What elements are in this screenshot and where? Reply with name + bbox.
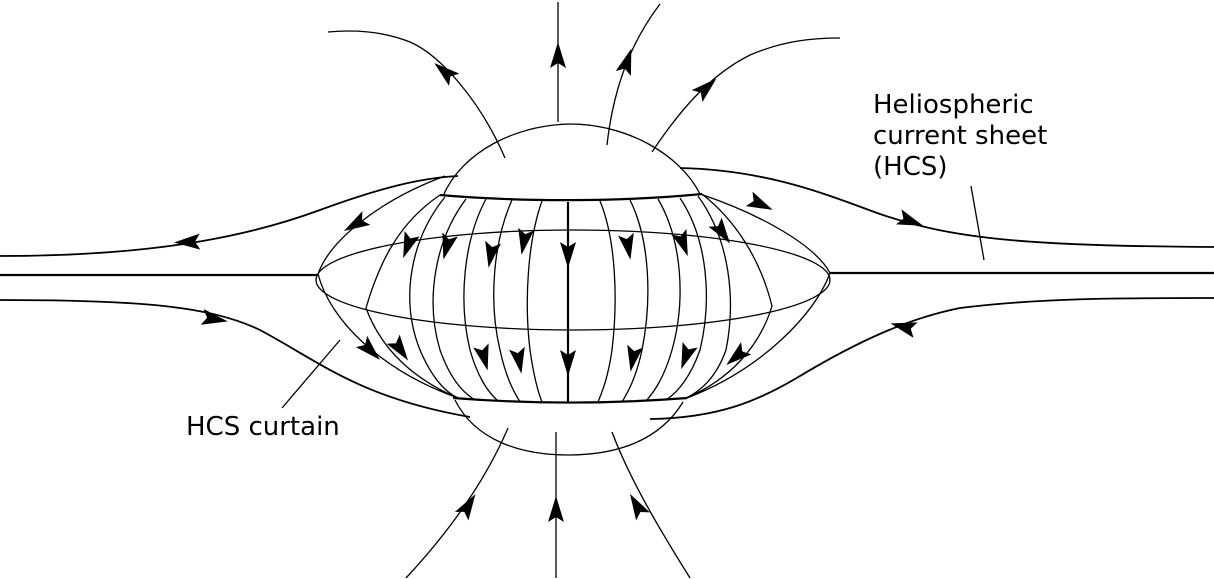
open-line-top-right-1 [606,3,661,146]
arrow-meridian-up-6 [618,232,639,262]
open-line-top-right-2 [651,37,841,153]
arrow-meridian-low-6 [673,341,698,372]
meridian-3 [463,198,499,402]
hcs-label: Heliospheric current sheet (HCS) [873,90,1047,183]
bubble-top-cap [442,123,701,197]
lower-cap-ellipse [452,396,688,404]
hcs-label-line-1: Heliospheric [873,90,1034,120]
arrow-lower-left [200,309,230,330]
curtain-leader-line [281,339,341,409]
meridian-9 [645,198,681,402]
arrow-lower-right [888,315,918,338]
hcs-label-line-2: current sheet [873,121,1048,151]
arrow-curtain-ul [339,211,371,238]
arrow-open-bottom-left [454,489,483,521]
curtain-outline-left [317,175,459,399]
hcs-label-line-3: (HCS) [873,152,948,182]
field-line-upper-right [679,167,1214,248]
meridian-7 [597,200,616,403]
open-line-top-left [327,30,506,159]
bubble-bottom-cap [454,399,684,456]
meridian-8 [621,199,649,403]
meridian-4 [493,199,521,403]
arrow-open-top-right-2 [691,72,722,102]
arrow-meridian-up-3 [480,240,501,270]
meridian-10 [665,197,707,401]
open-line-bottom-left [405,427,509,579]
meridian-1 [409,196,459,399]
hcs-leader-line [970,185,985,261]
open-line-bottom-right [611,431,691,579]
meridian-2 [432,198,476,401]
curtain-inner-left [365,194,461,400]
curtain-label: HCS curtain [186,412,340,442]
field-line-lower-left [0,299,471,418]
meridian-5 [526,200,543,403]
curtain-outline-right [686,193,831,399]
curtain-inner-right [683,193,773,400]
equator-ellipse [315,229,831,331]
field-line-upper-left [0,175,459,257]
arrow-open-top-left [429,56,460,86]
arrow-open-top-right-1 [615,46,639,76]
arrow-meridian-low-3 [509,346,530,376]
arrow-upper-right [895,209,926,234]
upper-cap-ellipse [439,192,703,202]
